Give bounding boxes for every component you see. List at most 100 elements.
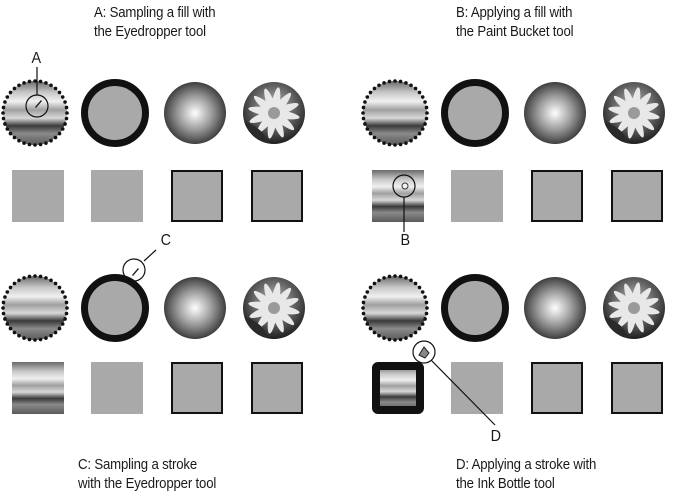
- caption-d-line2: the Ink Bottle tool: [456, 475, 555, 492]
- edge-dot: [420, 127, 425, 131]
- edge-dot: [420, 322, 425, 326]
- edge-dot: [27, 274, 32, 279]
- daisy-image: [243, 277, 305, 339]
- edge-dot: [398, 274, 403, 279]
- edge-dot: [424, 311, 429, 316]
- b-daisy-photo-circle: [603, 82, 665, 144]
- d-thick-stroke-circle: [441, 274, 509, 342]
- edge-dot: [33, 143, 37, 147]
- edge-dot: [57, 326, 62, 331]
- daisy-image: [603, 277, 665, 339]
- edge-dot: [53, 281, 58, 286]
- edge-dot: [53, 135, 58, 140]
- caption-a-line1: A: Sampling a fill with: [94, 4, 216, 21]
- b-dotted-gradient-circle: [361, 79, 429, 147]
- edge-dot: [5, 127, 10, 131]
- edge-dot: [3, 317, 7, 321]
- edge-dot: [57, 131, 62, 136]
- a-square-2: [91, 170, 143, 222]
- edge-dot: [387, 142, 392, 147]
- edge-dot: [368, 285, 373, 290]
- caption-b: B: Applying a fill with the Paint Bucket…: [456, 3, 574, 41]
- edge-dot: [398, 142, 403, 147]
- b-square-4: [611, 170, 663, 222]
- edge-dot: [363, 295, 367, 299]
- edge-dot: [38, 337, 43, 342]
- edge-dot: [1, 306, 5, 310]
- edge-dot: [398, 337, 403, 342]
- edge-dot: [17, 278, 21, 283]
- edge-dot: [5, 95, 10, 99]
- edge-dot: [60, 322, 65, 326]
- edge-dot: [1, 116, 6, 121]
- edge-dot: [1, 105, 6, 110]
- edge-dot: [49, 83, 53, 88]
- edge-dot: [365, 290, 370, 294]
- edge-dot: [60, 127, 65, 131]
- edge-dot: [27, 337, 32, 342]
- edge-dot: [377, 138, 381, 143]
- daisy-image: [243, 82, 305, 144]
- edge-dot: [3, 100, 7, 104]
- caption-c: C: Sampling a stroke with the Eyedropper…: [78, 455, 216, 493]
- edge-dot: [377, 278, 381, 283]
- circle-fill: [3, 81, 67, 145]
- edge-dot: [1, 111, 5, 115]
- edge-dot: [44, 336, 48, 340]
- edge-dot: [425, 111, 429, 115]
- edge-dot: [33, 274, 37, 278]
- circle-fill: [363, 81, 427, 145]
- edge-dot: [361, 306, 365, 310]
- d-square-2: [451, 362, 503, 414]
- edge-dot: [44, 276, 48, 280]
- edge-dot: [387, 79, 392, 84]
- edge-dot: [424, 116, 429, 121]
- d-square-4: [611, 362, 663, 414]
- edge-dot: [49, 333, 53, 338]
- edge-dot: [1, 300, 6, 305]
- edge-dot: [365, 127, 370, 131]
- edge-dot: [404, 276, 408, 280]
- edge-dot: [60, 95, 65, 99]
- d-gradient-sphere: [524, 277, 586, 339]
- edge-dot: [60, 290, 65, 294]
- edge-dot: [417, 326, 422, 331]
- callout-d-ring: [412, 340, 436, 364]
- edge-dot: [53, 86, 58, 91]
- edge-dot: [423, 295, 427, 299]
- circle-fill: [3, 276, 67, 340]
- edge-dot: [361, 311, 366, 316]
- edge-dot: [8, 131, 13, 136]
- edge-dot: [53, 330, 58, 335]
- edge-dot: [64, 105, 69, 110]
- edge-dot: [22, 81, 26, 85]
- edge-dot: [12, 135, 17, 140]
- callout-label-d: D: [490, 428, 501, 445]
- edge-dot: [413, 135, 418, 140]
- edge-dot: [27, 142, 32, 147]
- callout-label-c: C: [160, 232, 171, 249]
- edge-dot: [420, 290, 425, 294]
- edge-dot: [368, 90, 373, 95]
- edge-dot: [413, 281, 418, 286]
- edge-dot: [65, 111, 69, 115]
- edge-dot: [17, 333, 21, 338]
- edge-dot: [382, 276, 386, 280]
- edge-dot: [409, 83, 413, 88]
- b-thick-stroke-circle: [441, 79, 509, 147]
- a-thick-stroke-circle: [81, 79, 149, 147]
- edge-dot: [49, 278, 53, 283]
- c-square-1: [12, 362, 64, 414]
- edge-dot: [404, 81, 408, 85]
- a-dotted-gradient-circle: [1, 79, 69, 147]
- edge-dot: [49, 138, 53, 143]
- caption-b-line2: the Paint Bucket tool: [456, 23, 574, 40]
- edge-dot: [424, 105, 429, 110]
- edge-dot: [417, 285, 422, 290]
- edge-dot: [363, 100, 367, 104]
- edge-dot: [377, 333, 381, 338]
- edge-dot: [38, 274, 43, 279]
- edge-dot: [425, 306, 429, 310]
- c-square-4: [251, 362, 303, 414]
- edge-dot: [404, 141, 408, 145]
